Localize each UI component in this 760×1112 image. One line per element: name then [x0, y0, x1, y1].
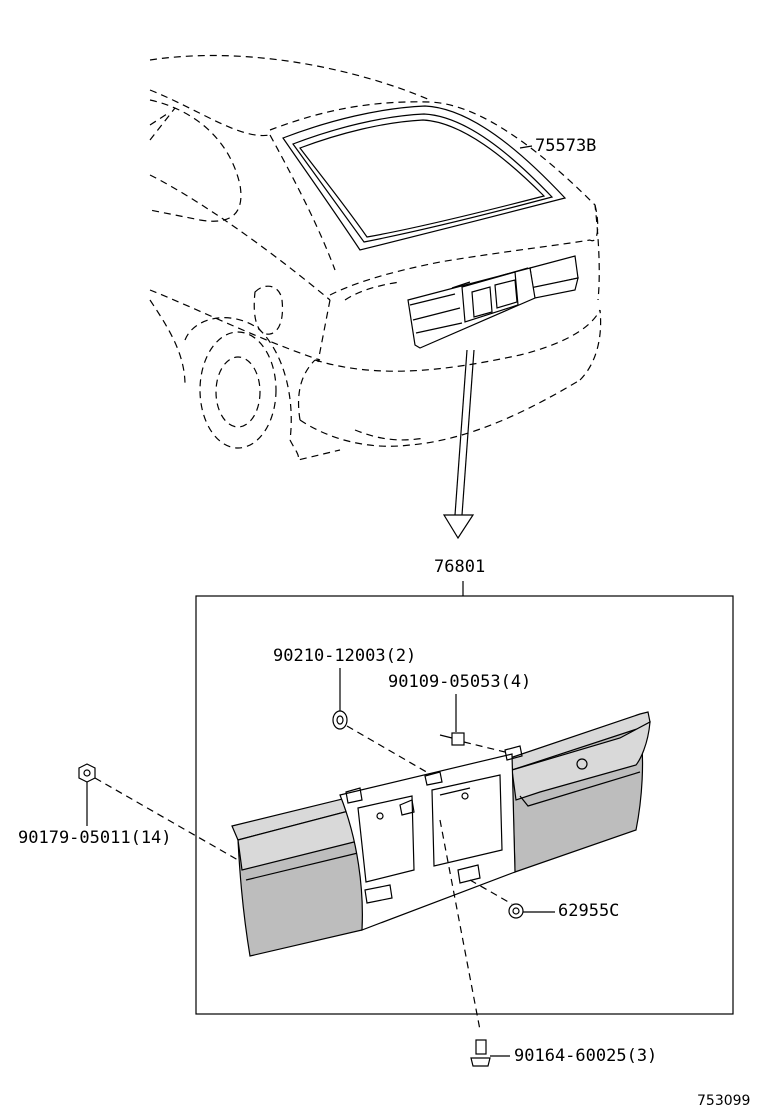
leader-75573B	[519, 145, 533, 149]
part-label-90164-60025[interactable]: 90164-60025(3)	[514, 1046, 658, 1066]
nut-90210-icon	[332, 668, 431, 775]
clip-62955C-icon	[469, 879, 555, 919]
car-rear-view	[149, 54, 602, 540]
part-label-62955C[interactable]: 62955C	[558, 901, 620, 921]
nut-90179-icon	[78, 763, 239, 861]
back-door-garnish	[231, 711, 651, 957]
part-label-90179-05011[interactable]: 90179-05011(14)	[18, 828, 172, 848]
detail-frame	[195, 595, 734, 1015]
part-label-90109-05053[interactable]: 90109-05053(4)	[388, 672, 532, 692]
part-label-76801[interactable]: 76801	[434, 557, 486, 577]
part-label-75573B[interactable]: 75573B	[535, 136, 597, 156]
figure-number: 753099	[697, 1093, 751, 1109]
screw-90164-icon	[439, 819, 510, 1067]
part-label-90210-12003[interactable]: 90210-12003(2)	[273, 646, 417, 666]
screw-90109-icon	[439, 694, 506, 753]
rear-window-molding	[282, 105, 567, 251]
